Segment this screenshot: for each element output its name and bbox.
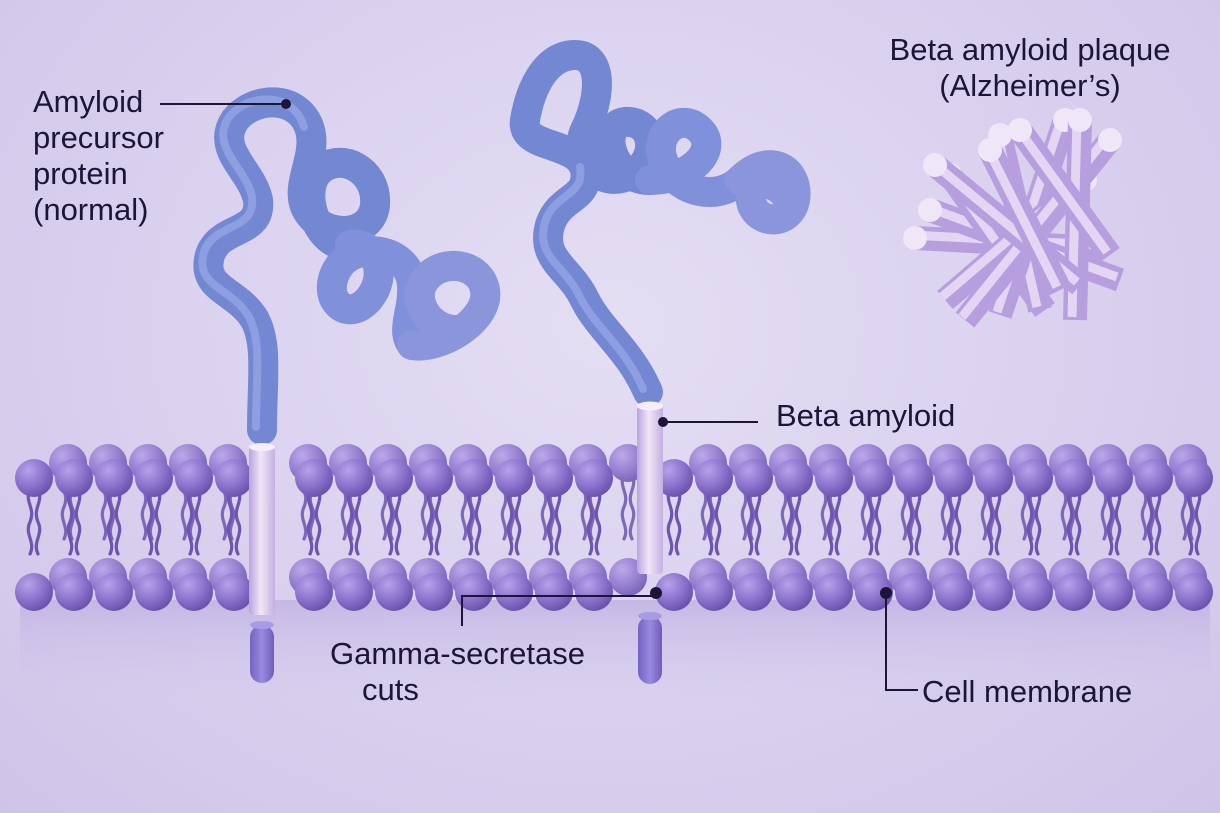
lipid-molecule: [933, 457, 975, 613]
plaque-rod-end: [978, 138, 1002, 162]
amyloid-precursor-protein-label: Amyloid precursor protein (normal): [33, 84, 164, 228]
beta-amyloid-label: Beta amyloid: [776, 398, 955, 434]
lipid-molecule: [893, 457, 935, 613]
label-line: cuts: [362, 672, 419, 707]
gamma-secretase-cuts-label: Gamma-secretase cuts: [330, 636, 585, 708]
amyloid-precursor-protein: [193, 87, 501, 445]
lipid-molecule: [813, 457, 855, 613]
label-line: Cell membrane: [922, 674, 1133, 709]
app-transmembrane-segment: [249, 443, 275, 683]
lipid-molecule: [293, 457, 335, 613]
lipid-molecule: [93, 457, 135, 613]
lipid-molecule: [1133, 457, 1175, 613]
label-line: protein: [33, 156, 128, 191]
lipid-molecule: [773, 457, 815, 613]
label-line: Beta amyloid: [776, 398, 956, 433]
lipid-molecule: [373, 457, 415, 613]
lipid-molecule: [573, 457, 615, 613]
cleaved-precursor-protein: [509, 39, 811, 407]
plaque-rod-end: [918, 198, 942, 222]
lipid-molecule: [133, 457, 175, 613]
label-line: Gamma-secretase: [330, 636, 585, 671]
label-line: Amyloid: [33, 84, 144, 119]
membrane-shadow: [20, 600, 1210, 710]
plaque-rod-end: [1068, 108, 1092, 132]
lipid-molecule: [533, 457, 575, 613]
plaque-rod-highlight: [982, 144, 1062, 290]
leader-lines: [160, 103, 918, 691]
cell-membrane-label: Cell membrane: [922, 674, 1132, 710]
lipid-molecule: [1013, 457, 1055, 613]
lipid-molecule: [1053, 457, 1095, 613]
lipid-molecule: [53, 457, 95, 613]
label-line: precursor: [33, 120, 164, 155]
label-line: (Alzheimer’s): [939, 68, 1121, 103]
plaque-rod-end: [1098, 128, 1122, 152]
lipid-molecule: [733, 457, 775, 613]
lipid-molecule: [973, 457, 1015, 613]
beta-amyloid-plaque-label: Beta amyloid plaque (Alzheimer’s): [872, 32, 1188, 104]
lipid-molecule: [1093, 457, 1135, 613]
beta-amyloid-fragment: [637, 401, 663, 684]
lipid-molecule: [213, 457, 255, 613]
plaque-rod-end: [923, 153, 947, 177]
plaque-rod-end: [1008, 118, 1032, 142]
label-line: Beta amyloid plaque: [889, 32, 1171, 67]
lipid-molecule: [493, 457, 535, 613]
plaque-rod-end: [903, 226, 927, 250]
lipid-molecule: [693, 457, 735, 613]
beta-amyloid-plaque: [903, 108, 1125, 328]
lipid-molecule: [1173, 457, 1215, 613]
plaque-rod-highlight: [1013, 124, 1111, 255]
lipid-molecule: [333, 457, 375, 613]
lipid-molecule: [173, 457, 215, 613]
label-line: (normal): [33, 192, 149, 227]
lipid-molecule: [453, 457, 495, 613]
lipid-molecule: [13, 457, 55, 613]
lipid-molecule: [413, 457, 455, 613]
